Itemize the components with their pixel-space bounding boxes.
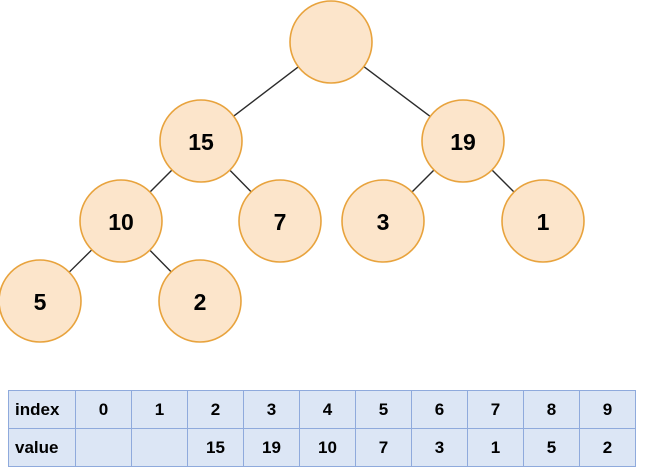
cell-r0-c2: 2 <box>187 390 244 429</box>
node-circle-n15 <box>159 99 243 183</box>
cell-r1-c8: 5 <box>523 428 580 467</box>
cell-r1-c4: 10 <box>299 428 356 467</box>
tree-edge-n10-n5 <box>68 249 93 273</box>
cell-r1-c1 <box>131 428 188 467</box>
cell-r1-c5: 7 <box>355 428 412 467</box>
cell-r0-c1: 1 <box>131 390 188 429</box>
tree-node-n2[interactable]: 2 <box>158 259 242 343</box>
row-header-index: index <box>8 390 76 429</box>
tree-edge-n15-n7 <box>229 169 252 193</box>
node-label-n7: 7 <box>274 209 287 235</box>
cell-r1-c2: 15 <box>187 428 244 467</box>
tree-node-root[interactable] <box>289 0 373 84</box>
row-header-value: value <box>8 428 76 467</box>
node-circle-n1 <box>501 179 585 263</box>
node-circle-n3 <box>341 179 425 263</box>
cell-r1-c6: 3 <box>411 428 468 467</box>
tree-node-n5[interactable]: 5 <box>0 259 82 343</box>
node-label-n10: 10 <box>108 209 134 235</box>
cell-r0-c0: 0 <box>75 390 132 429</box>
tree-node-n15[interactable]: 15 <box>159 99 243 183</box>
node-circle-root <box>289 0 373 84</box>
node-label-n3: 3 <box>377 209 390 235</box>
tree-edge-n10-n2 <box>149 249 172 273</box>
node-circle-n10 <box>79 179 163 263</box>
cell-r1-c7: 1 <box>467 428 524 467</box>
cell-r1-c9: 2 <box>579 428 636 467</box>
tree-node-n1[interactable]: 1 <box>501 179 585 263</box>
cell-r0-c8: 8 <box>523 390 580 429</box>
node-circle-n5 <box>0 259 82 343</box>
node-label-n15: 15 <box>188 129 214 155</box>
tree-edge-layer <box>68 66 515 273</box>
cell-r0-c3: 3 <box>243 390 300 429</box>
tree-edge-n19-n3 <box>411 169 435 193</box>
tree-edge-root-n15 <box>233 66 299 117</box>
node-circle-n2 <box>158 259 242 343</box>
tree-node-n19[interactable]: 19 <box>421 99 505 183</box>
tree-edge-root-n19 <box>363 66 431 117</box>
cell-r0-c5: 5 <box>355 390 412 429</box>
cell-r0-c4: 4 <box>299 390 356 429</box>
tree-node-n3[interactable]: 3 <box>341 179 425 263</box>
cell-r0-c7: 7 <box>467 390 524 429</box>
cell-r0-c6: 6 <box>411 390 468 429</box>
tree-node-n7[interactable]: 7 <box>238 179 322 263</box>
node-label-n2: 2 <box>194 289 207 315</box>
tree-edge-n15-n10 <box>149 169 173 193</box>
node-circle-n7 <box>238 179 322 263</box>
node-circle-n19 <box>421 99 505 183</box>
node-label-n5: 5 <box>34 289 47 315</box>
tree-edge-n19-n1 <box>491 169 515 193</box>
tree-node-n10[interactable]: 10 <box>79 179 163 263</box>
node-label-n1: 1 <box>537 209 550 235</box>
node-label-n19: 19 <box>450 129 476 155</box>
cell-r1-c3: 19 <box>243 428 300 467</box>
cell-r1-c0 <box>75 428 132 467</box>
cell-r0-c9: 9 <box>579 390 636 429</box>
